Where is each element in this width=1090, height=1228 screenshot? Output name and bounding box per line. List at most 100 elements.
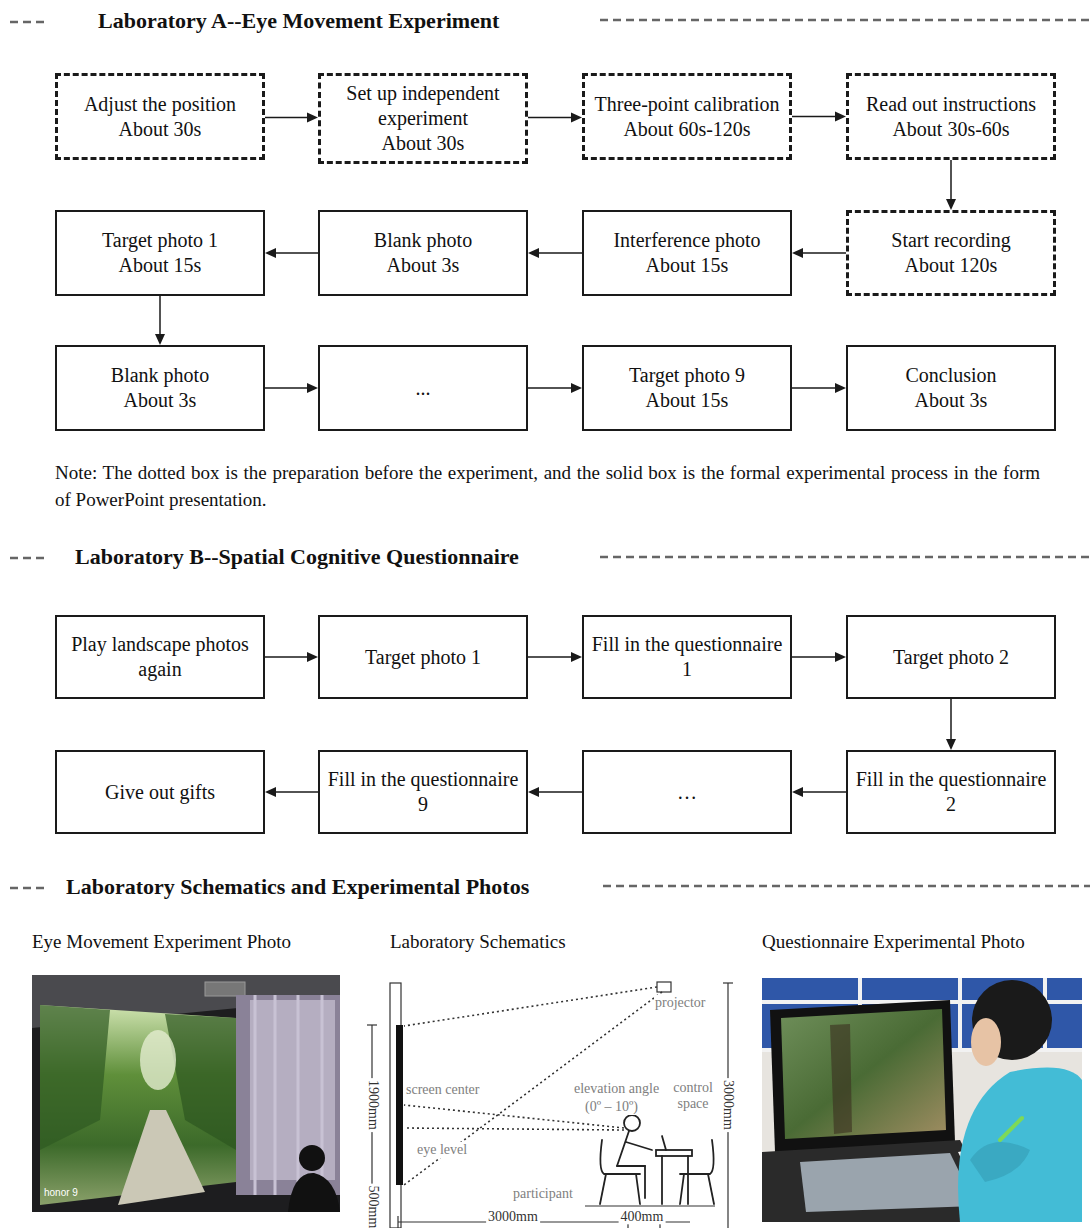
arrowhead [265, 248, 276, 258]
arrowhead [307, 113, 318, 123]
step-duration: About 30s [119, 117, 202, 142]
arrow-line [537, 252, 582, 254]
step-name: Fill in the questionnaire 9 [326, 767, 520, 817]
arrowhead [307, 652, 318, 662]
preparation-box: Start recordingAbout 120s [846, 210, 1056, 296]
preparation-box: Read out instructionsAbout 30s-60s [846, 73, 1056, 160]
dimension-label: 500mm [365, 1184, 380, 1228]
arrow-line [159, 296, 161, 336]
process-box: ... [318, 345, 528, 431]
arrowhead [265, 787, 276, 797]
process-box: Blank photoAbout 3s [55, 345, 265, 431]
arrowhead [835, 112, 846, 122]
arrowhead [792, 787, 803, 797]
process-box: Target photo 2 [846, 615, 1056, 699]
arrow-line [528, 656, 573, 658]
arrowhead [571, 652, 582, 662]
eye-movement-photo [32, 975, 340, 1212]
step-name: Target photo 9 [629, 363, 745, 388]
arrow-line [265, 117, 309, 119]
process-box: Fill in the questionnaire 1 [582, 615, 792, 699]
flow-arrow [528, 652, 582, 662]
step-name: Blank photo [111, 363, 209, 388]
arrowhead [528, 787, 539, 797]
step-name: Three-point calibration [595, 92, 780, 117]
arrowhead [307, 383, 318, 393]
flow-arrow [528, 383, 582, 393]
arrow-line [265, 656, 309, 658]
flow-arrow [155, 296, 165, 345]
step-duration: About 30s-60s [892, 117, 1009, 142]
process-box: Target photo 1About 15s [55, 210, 265, 296]
flow-arrow [792, 383, 846, 393]
questionnaire-photo [762, 978, 1082, 1222]
flow-arrow [265, 652, 318, 662]
flow-arrow [528, 248, 582, 258]
flow-arrow [792, 652, 846, 662]
arrowhead [835, 383, 846, 393]
arrowhead [571, 113, 582, 123]
process-box: Target photo 1 [318, 615, 528, 699]
section-heading: Laboratory Schematics and Experimental P… [66, 874, 529, 900]
schematic-label: elevation angle [573, 1081, 660, 1097]
schematic-label: eye level [416, 1142, 468, 1158]
flow-arrow [265, 248, 318, 258]
arrowhead [946, 739, 956, 750]
arrowhead [571, 383, 582, 393]
step-duration: About 15s [646, 253, 729, 278]
arrowhead [528, 248, 539, 258]
step-name: Interference photo [613, 228, 760, 253]
arrow-line [792, 656, 837, 658]
dimension-label: 1900mm [365, 1078, 380, 1132]
process-box: Fill in the questionnaire 9 [318, 750, 528, 834]
arrow-line [801, 791, 846, 793]
step-duration: About 3s [387, 253, 460, 278]
step-duration: About 30s [382, 131, 465, 156]
arrowhead [155, 334, 165, 345]
step-name: Set up independent experiment [327, 81, 519, 131]
flow-arrow [792, 787, 846, 797]
step-name: Start recording [891, 228, 1010, 253]
dimension-label: 3000mm [486, 1209, 540, 1224]
step-name: Give out gifts [105, 780, 215, 805]
schematic-label: participant [512, 1186, 574, 1202]
process-box: Interference photoAbout 15s [582, 210, 792, 296]
flow-arrow [265, 383, 318, 393]
step-duration: About 15s [119, 253, 202, 278]
step-name: ... [416, 376, 431, 401]
process-box: Target photo 9About 15s [582, 345, 792, 431]
process-box: ConclusionAbout 3s [846, 345, 1056, 431]
section-rule [10, 20, 1090, 888]
process-box: … [582, 750, 792, 834]
flow-arrow [265, 113, 318, 123]
arrow-line [528, 117, 573, 119]
section-heading: Laboratory B--Spatial Cognitive Question… [75, 544, 519, 570]
arrow-line [950, 160, 952, 201]
schematic-label: screen center [405, 1082, 480, 1098]
step-duration: About 60s-120s [623, 117, 750, 142]
dimension-label: 400mm [619, 1209, 666, 1224]
flow-arrow [528, 113, 582, 123]
note-text: Note: The dotted box is the preparation … [55, 460, 1040, 514]
step-name: Target photo 1 [365, 645, 481, 670]
flow-arrow [792, 248, 846, 258]
arrow-line [792, 116, 837, 118]
step-name: Blank photo [374, 228, 472, 253]
step-name: Read out instructions [866, 92, 1036, 117]
schematic-label: (0º – 10º) [584, 1099, 639, 1115]
preparation-box: Set up independent experimentAbout 30s [318, 73, 528, 164]
photo-caption: Questionnaire Experimental Photo [762, 931, 1025, 953]
arrow-line [528, 387, 573, 389]
process-box: Give out gifts [55, 750, 265, 834]
process-box: Blank photoAbout 3s [318, 210, 528, 296]
photo-caption: Laboratory Schematics [390, 931, 566, 953]
preparation-box: Three-point calibrationAbout 60s-120s [582, 73, 792, 160]
arrow-line [537, 791, 582, 793]
arrow-line [801, 252, 846, 254]
schematic-label: projector [654, 995, 707, 1011]
step-name: Play landscape photos again [63, 632, 257, 682]
flow-arrow [946, 699, 956, 750]
arrow-line [274, 791, 318, 793]
